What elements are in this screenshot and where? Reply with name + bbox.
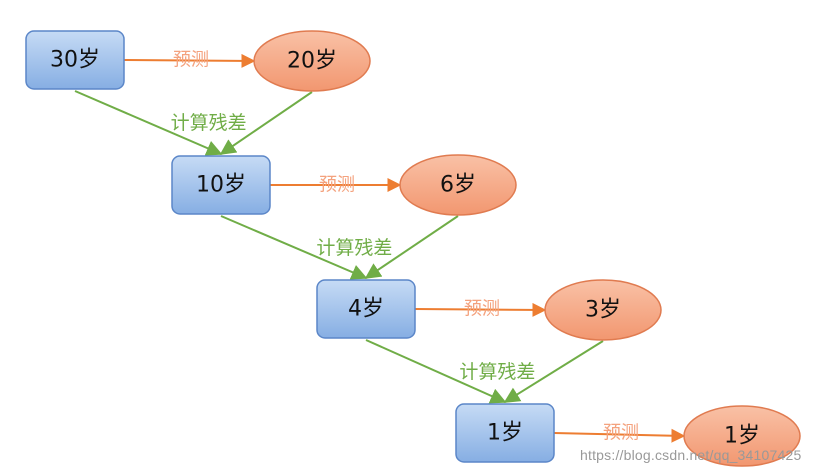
residual-label: 计算残差 bbox=[316, 237, 392, 259]
residual-label: 计算残差 bbox=[171, 112, 247, 134]
residual-arrow-from-input bbox=[220, 215, 368, 280]
watermark-text: https://blog.csdn.net/qq_34107425 bbox=[580, 447, 802, 463]
residual-arrow-from-prediction bbox=[219, 91, 313, 155]
prediction-node-label: 6岁 bbox=[440, 173, 476, 198]
input-node-box bbox=[316, 279, 416, 339]
input-node-label: 4岁 bbox=[348, 297, 384, 322]
residual-label: 计算残差 bbox=[459, 361, 535, 383]
input-node-box bbox=[455, 403, 555, 463]
predict-arrow bbox=[414, 302, 547, 317]
prediction-node-label: 3岁 bbox=[585, 298, 621, 323]
predict-label: 预测 bbox=[603, 423, 639, 444]
prediction-node-label: 20岁 bbox=[287, 49, 337, 74]
nodes-layer: 30岁 20岁 10岁 6岁 4岁 3岁 1岁 1岁 bbox=[25, 30, 801, 467]
input-node-label: 30岁 bbox=[50, 48, 100, 73]
input-node-box bbox=[25, 30, 125, 90]
predict-label: 预测 bbox=[464, 299, 500, 320]
predict-arrow bbox=[123, 53, 256, 68]
prediction-node-ellipse bbox=[683, 405, 801, 467]
residual-arrow-from-prediction bbox=[364, 215, 459, 279]
predict-label: 预测 bbox=[173, 50, 209, 71]
input-node-label: 10岁 bbox=[196, 173, 246, 198]
prediction-node-ellipse bbox=[253, 30, 371, 92]
input-node-box bbox=[171, 155, 271, 215]
predict-label: 预测 bbox=[319, 175, 355, 196]
input-node-label: 1岁 bbox=[487, 421, 523, 446]
prediction-node-ellipse bbox=[544, 279, 662, 341]
prediction-node-label: 1岁 bbox=[724, 424, 760, 449]
predict-arrow bbox=[553, 428, 686, 443]
edges-layer bbox=[74, 53, 686, 443]
residual-arrow-from-input bbox=[74, 90, 223, 156]
residual-arrow-from-input bbox=[365, 339, 507, 404]
prediction-node-ellipse bbox=[399, 154, 517, 216]
residual-arrow-from-prediction bbox=[503, 340, 604, 403]
